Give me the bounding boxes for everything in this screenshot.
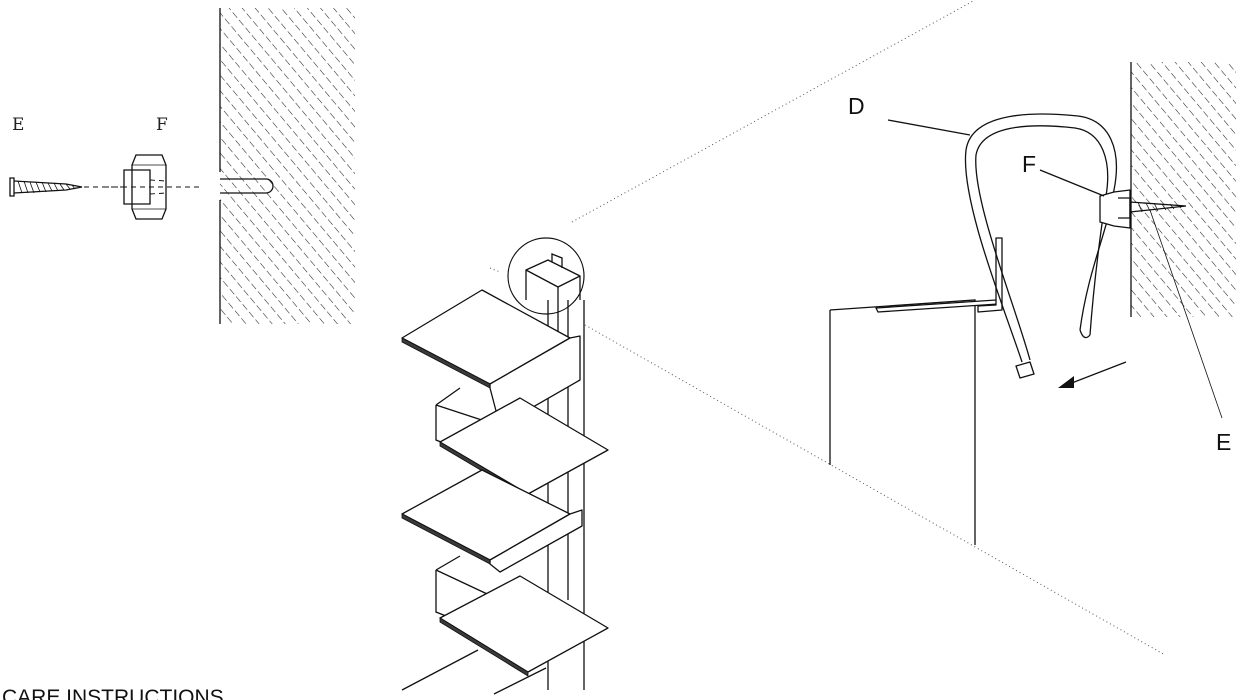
zoom-projection-lines	[489, 0, 1166, 656]
top-bracket	[551, 253, 563, 268]
drill-hole	[220, 178, 274, 194]
shelf-board-4	[439, 575, 609, 673]
anchor-f-right	[1099, 189, 1131, 229]
label-screw-e-left: E	[12, 115, 24, 135]
label-anchor-f-right: F	[1022, 151, 1036, 177]
screw-e-right	[1129, 201, 1187, 213]
label-strap-d: D	[848, 93, 865, 119]
cabinet-top-detail	[829, 237, 1003, 545]
wall-hatch-left	[220, 8, 355, 324]
wall-hatch-right	[1131, 62, 1236, 317]
label-anchor-f-left: F	[156, 115, 168, 135]
post-top	[525, 259, 581, 288]
strap-end-clip	[1015, 361, 1035, 379]
care-instructions-heading: CARE INSTRUCTIONS	[2, 686, 224, 700]
shelf-back-3	[489, 509, 583, 573]
direction-arrow	[1058, 361, 1127, 388]
cabinet-outline	[829, 299, 976, 545]
wall-detail-right	[1130, 62, 1236, 317]
strap-d	[964, 113, 1118, 379]
leader-lines	[887, 119, 1223, 419]
wall-detail-left	[219, 8, 355, 324]
shelf-unit	[401, 237, 609, 695]
l-bracket	[977, 237, 1003, 313]
label-screw-e-right: E	[1216, 429, 1231, 455]
detail-circle	[507, 237, 585, 315]
anchor-f-left	[104, 154, 200, 220]
